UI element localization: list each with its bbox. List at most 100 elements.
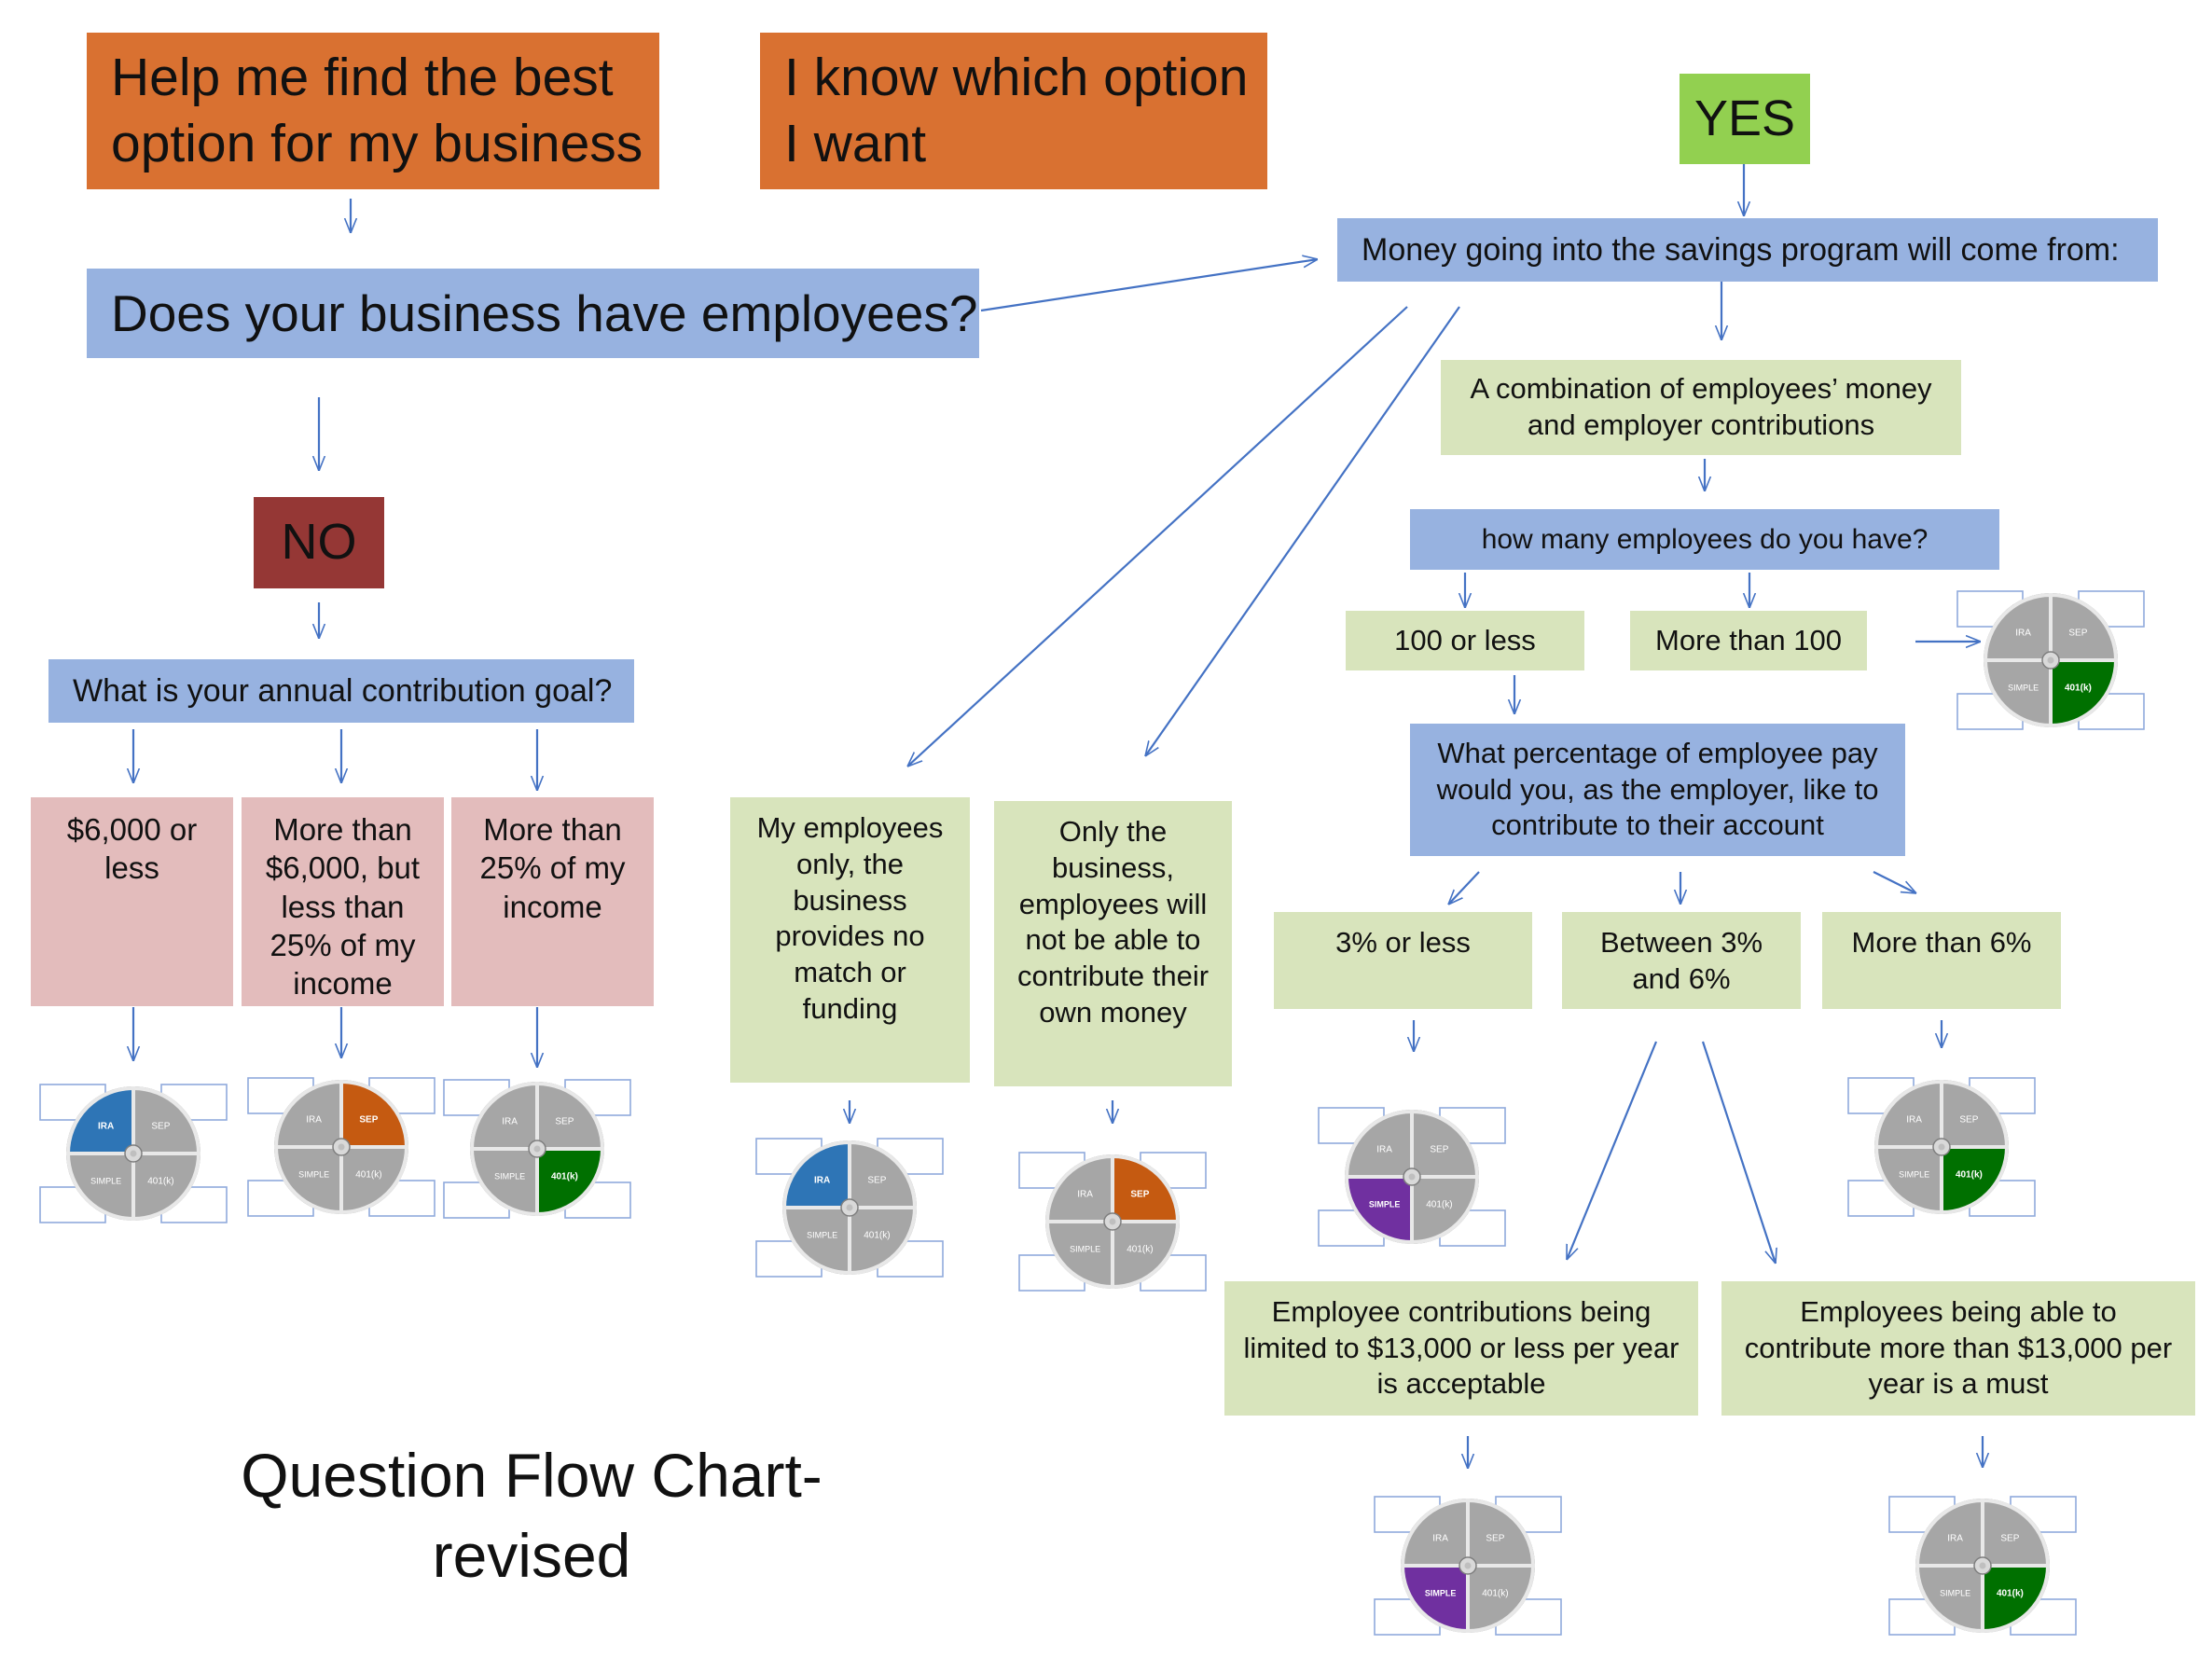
plan-quadrant-label-k401: 401(k) (1426, 1199, 1452, 1209)
plan-quadrant-k401 (848, 1206, 918, 1276)
plan-quadrant-ira (1400, 1498, 1470, 1568)
plan-quadrant-label-ira: IRA (1432, 1534, 1448, 1544)
plan-quadrant-sep (339, 1079, 409, 1149)
plan-center-dot (130, 1150, 137, 1157)
plan-quadrant-ira (1915, 1498, 1984, 1568)
plan-quadrant-label-ira: IRA (814, 1176, 830, 1186)
plan-quadrant-ira (65, 1085, 135, 1155)
plan-quadrant-label-ira: IRA (502, 1117, 518, 1127)
plan-quadrant-label-simple: SIMPLE (2008, 683, 2039, 692)
plan-selector-icon-simple: IRA SEP SIMPLE 401(k) (1374, 1496, 1562, 1636)
plan-quadrant-k401 (339, 1145, 409, 1215)
option-between-3-and-6[interactable]: Between 3% and 6% (1562, 912, 1801, 1009)
plan-quadrant-label-sep: SEP (151, 1122, 170, 1132)
option-more-than-6[interactable]: More than 6% (1822, 912, 2061, 1009)
option-more-than-6000[interactable]: More than $6,000, but less than 25% of m… (242, 797, 444, 1006)
plan-center-dot (1464, 1562, 1472, 1569)
plan-quadrant-label-sep: SEP (1130, 1190, 1149, 1200)
plan-center-dot (1109, 1218, 1116, 1225)
option-3-percent-or-less[interactable]: 3% or less (1274, 912, 1532, 1009)
yes-button[interactable]: YES (1680, 74, 1810, 164)
plan-quadrant-label-k401: 401(k) (864, 1230, 890, 1240)
plan-quadrant-label-ira: IRA (306, 1115, 322, 1126)
plan-center-dot (338, 1143, 345, 1151)
plan-quadrant-label-ira: IRA (1077, 1190, 1093, 1200)
plan-quadrant-sep (1410, 1109, 1480, 1179)
plan-quadrant-label-simple: SIMPLE (1899, 1169, 1929, 1179)
plan-quadrant-simple (781, 1206, 851, 1276)
option-more-than-25-percent[interactable]: More than 25% of my income (451, 797, 654, 1006)
option-6000-or-less[interactable]: $6,000 or less (31, 797, 233, 1006)
plan-quadrant-k401 (1940, 1145, 2010, 1215)
plan-quadrant-simple (65, 1152, 135, 1222)
plan-quadrant-label-simple: SIMPLE (494, 1171, 525, 1181)
plan-quadrant-label-sep: SEP (359, 1115, 378, 1126)
plan-quadrant-k401 (1111, 1220, 1181, 1290)
option-business-only[interactable]: Only the business, employees will not be… (994, 801, 1232, 1086)
question-employee-count: how many employees do you have? (1410, 509, 1999, 570)
no-button[interactable]: NO (254, 497, 384, 588)
plan-quadrant-simple (1873, 1145, 1943, 1215)
plan-quadrant-sep (131, 1085, 201, 1155)
plan-quadrant-label-sep: SEP (1430, 1145, 1448, 1155)
plan-quadrant-label-sep: SEP (1486, 1534, 1504, 1544)
know-option-button[interactable]: I know which option I want (760, 33, 1267, 189)
plan-quadrant-k401 (1466, 1564, 1536, 1634)
plan-quadrant-simple (1344, 1175, 1414, 1245)
plan-quadrant-ira (469, 1081, 539, 1151)
plan-center-dot (846, 1204, 853, 1211)
plan-quadrant-k401 (1410, 1175, 1480, 1245)
plan-quadrant-label-simple: SIMPLE (90, 1176, 121, 1185)
plan-quadrant-ira (1044, 1154, 1114, 1223)
plan-quadrant-sep (2049, 592, 2119, 662)
plan-quadrant-sep (535, 1081, 605, 1151)
plan-quadrant-label-k401: 401(k) (1997, 1588, 2024, 1598)
plan-center-dot (1938, 1143, 1945, 1151)
plan-quadrant-k401 (1981, 1564, 2051, 1634)
plan-quadrant-label-sep: SEP (1959, 1115, 1978, 1126)
plan-quadrant-sep (1940, 1079, 2010, 1149)
plan-quadrant-sep (1466, 1498, 1536, 1568)
plan-quadrant-label-k401: 401(k) (1127, 1244, 1153, 1254)
help-find-option-button[interactable]: Help me find the best option for my busi… (87, 33, 659, 189)
plan-quadrant-label-k401: 401(k) (1482, 1588, 1508, 1598)
plan-quadrant-label-ira: IRA (1947, 1534, 1963, 1544)
plan-quadrant-label-sep: SEP (2068, 629, 2087, 639)
plan-quadrant-label-ira: IRA (98, 1122, 114, 1132)
plan-quadrant-label-k401: 401(k) (551, 1171, 578, 1181)
plan-selector-icon-ira: IRA SEP SIMPLE 401(k) (39, 1084, 228, 1223)
plan-quadrant-label-ira: IRA (1376, 1145, 1392, 1155)
plan-quadrant-label-k401: 401(k) (147, 1176, 173, 1186)
option-limit-13000-acceptable[interactable]: Employee contributions being limited to … (1224, 1281, 1698, 1416)
question-money-source: Money going into the savings program wil… (1337, 218, 2158, 282)
option-100-or-less[interactable]: 100 or less (1346, 611, 1584, 670)
plan-selector-icon-k401: IRA SEP SIMPLE 401(k) (443, 1079, 631, 1219)
plan-quadrant-label-sep: SEP (555, 1117, 574, 1127)
option-employees-only[interactable]: My employees only, the business provides… (730, 797, 970, 1083)
plan-quadrant-simple (1983, 658, 2053, 728)
plan-center-dot (1979, 1562, 1986, 1569)
plan-quadrant-label-k401: 401(k) (2065, 683, 2092, 693)
option-more-than-13000-must[interactable]: Employees being able to contribute more … (1721, 1281, 2195, 1416)
plan-quadrant-label-k401: 401(k) (1956, 1169, 1983, 1180)
plan-quadrant-label-simple: SIMPLE (1425, 1588, 1457, 1597)
option-more-than-100[interactable]: More than 100 (1630, 611, 1867, 670)
plan-quadrant-simple (469, 1147, 539, 1217)
plan-quadrant-label-k401: 401(k) (355, 1169, 381, 1180)
plan-quadrant-label-simple: SIMPLE (807, 1230, 837, 1239)
plan-quadrant-k401 (535, 1147, 605, 1217)
plan-quadrant-ira (781, 1140, 851, 1209)
option-combination-money[interactable]: A combination of employees’ money and em… (1441, 360, 1961, 455)
plan-quadrant-simple (1400, 1564, 1470, 1634)
plan-quadrant-k401 (131, 1152, 201, 1222)
plan-quadrant-label-simple: SIMPLE (298, 1169, 329, 1179)
plan-quadrant-ira (1983, 592, 2053, 662)
plan-quadrant-ira (273, 1079, 343, 1149)
